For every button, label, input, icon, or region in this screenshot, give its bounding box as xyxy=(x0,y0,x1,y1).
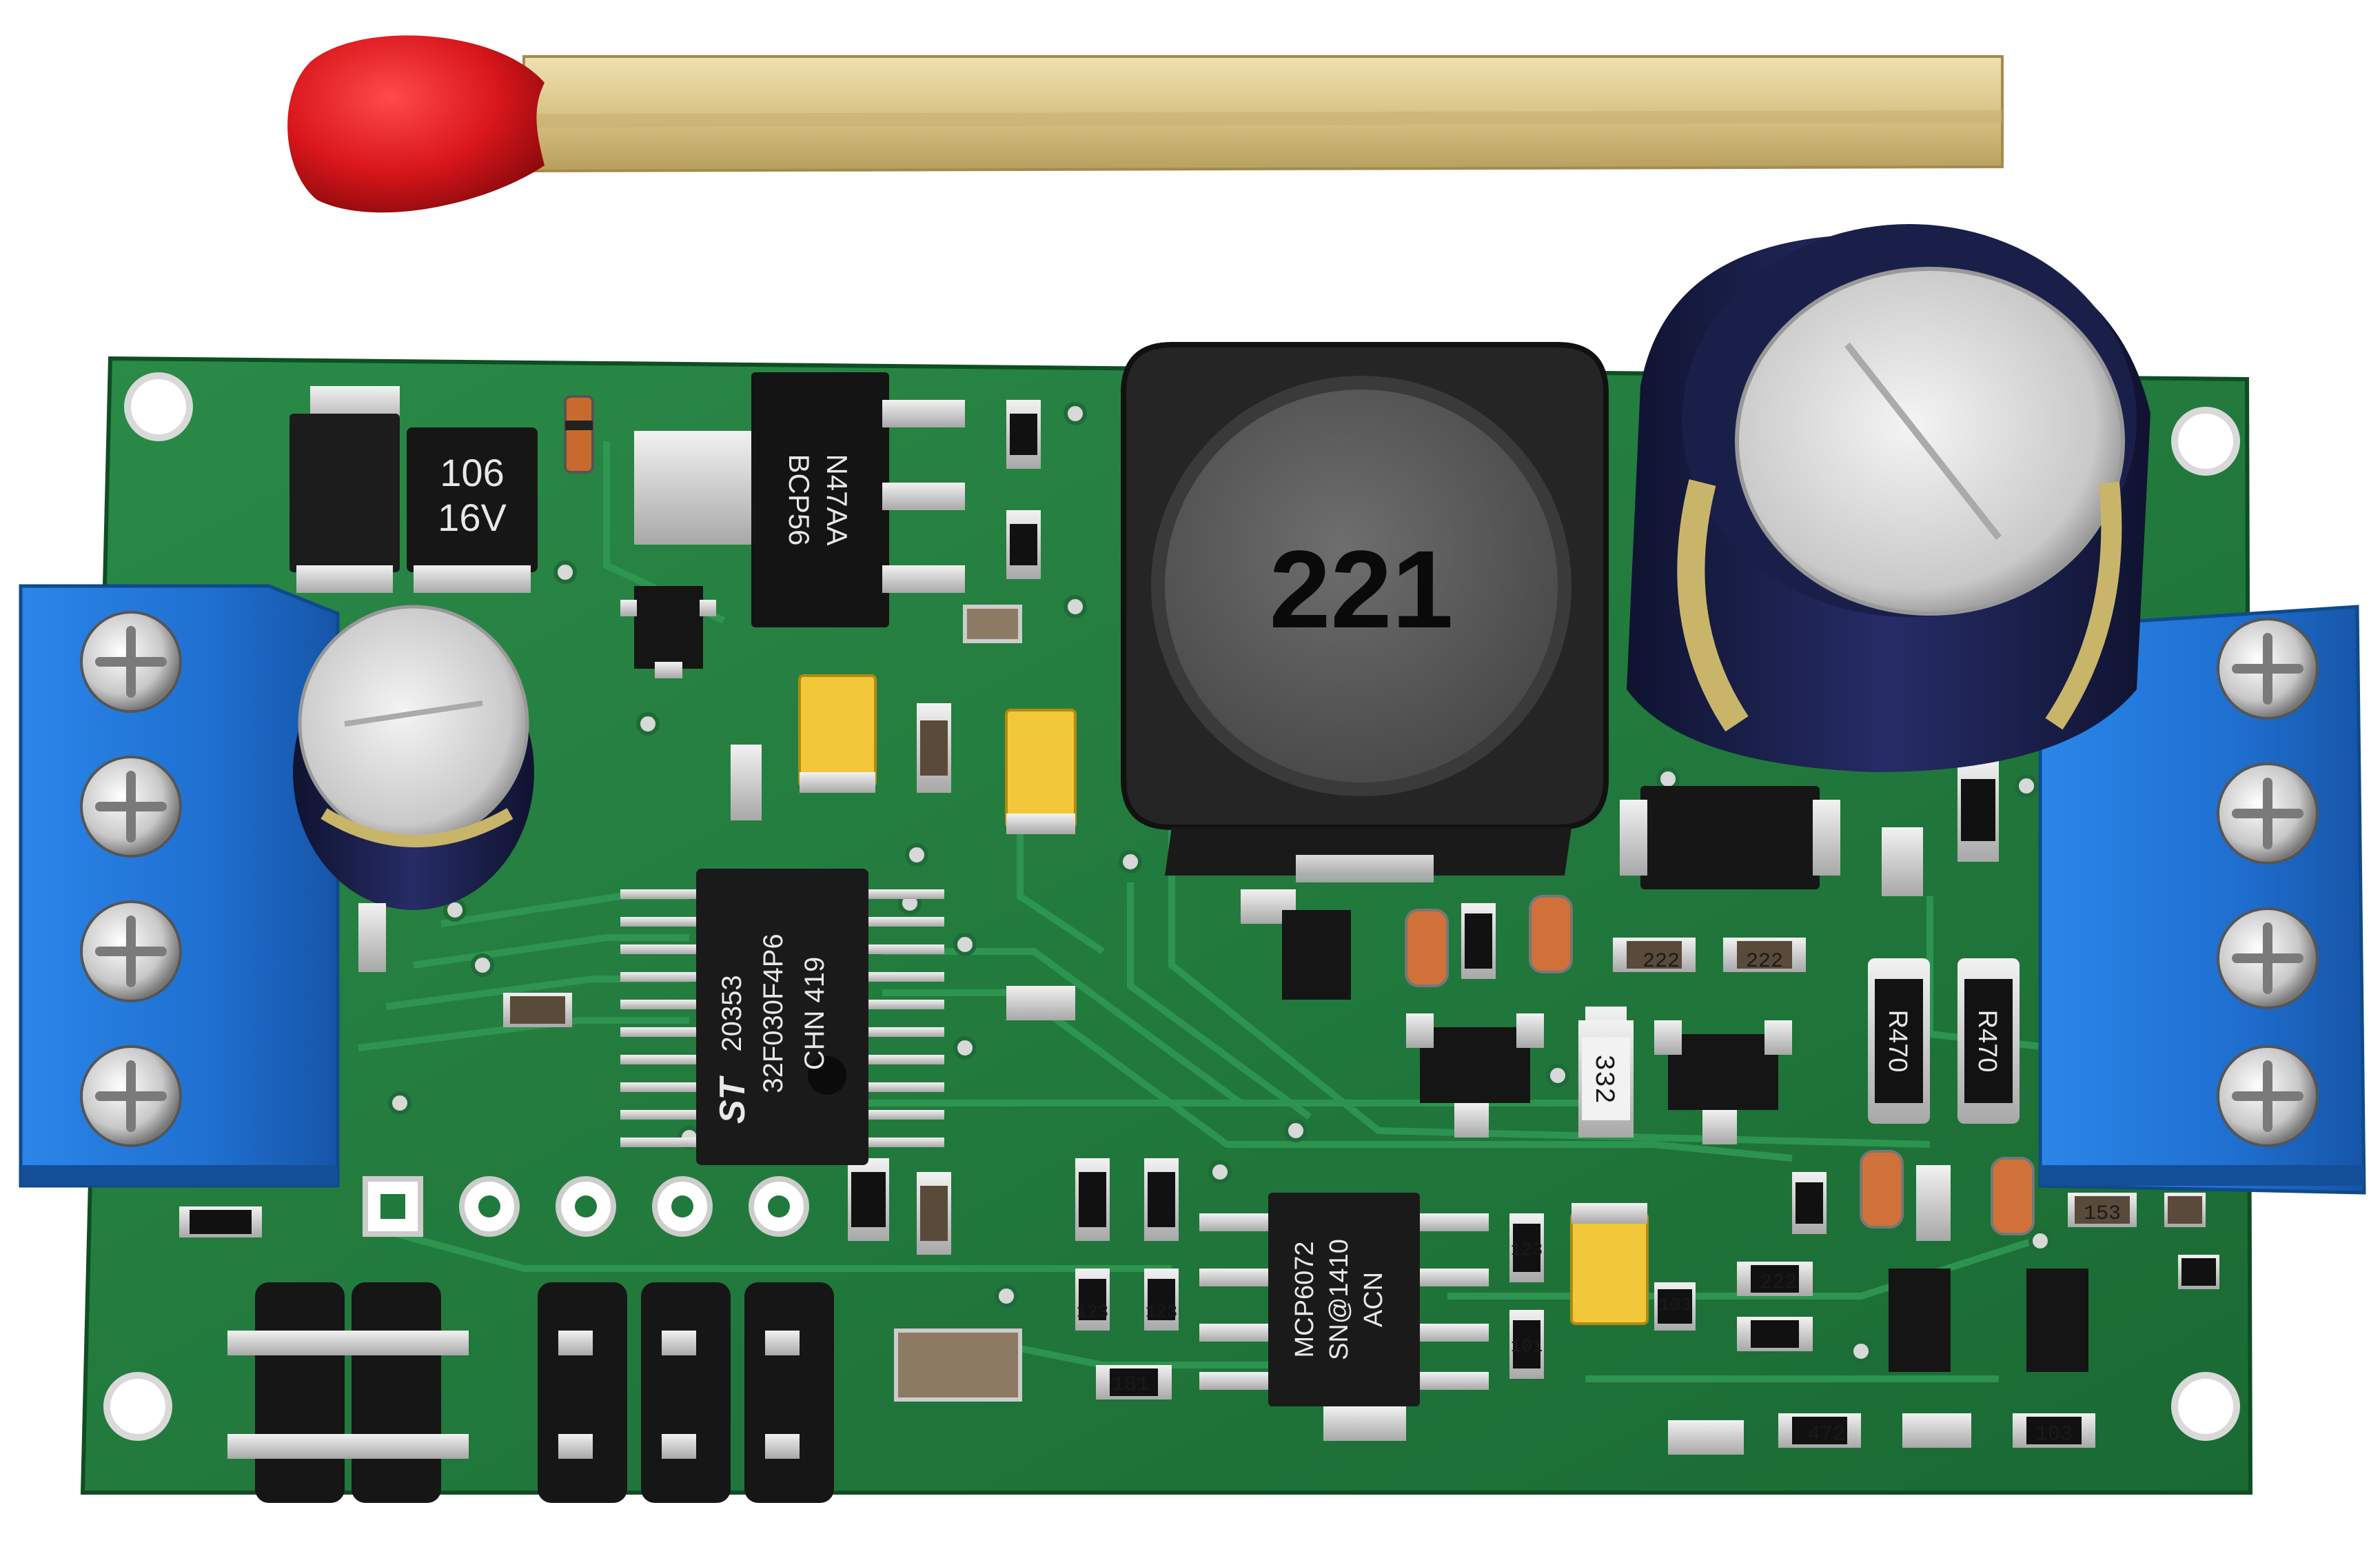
electrolytic-cap-small xyxy=(293,605,534,910)
smd-passives xyxy=(179,400,2219,1455)
regulator-line2: BCP56 xyxy=(783,454,815,545)
tantalum-marking-line2: 16V xyxy=(438,496,507,539)
mounting-hole xyxy=(103,1372,172,1441)
tantalum-marking-line1: 106 xyxy=(440,451,504,494)
mcu-line2: 32F030F4P6 xyxy=(758,933,789,1093)
svg-text:123: 123 xyxy=(1146,1302,1178,1322)
tantalum-cap-106: 106 16V xyxy=(407,427,538,593)
svg-text:181: 181 xyxy=(1112,1373,1149,1397)
svg-text:472: 472 xyxy=(1808,1423,1845,1446)
tantalum-yellow-3 xyxy=(1570,1203,1649,1325)
svg-text:222: 222 xyxy=(1760,1271,1797,1295)
shunt-resistors: R470 R470 xyxy=(1868,958,2020,1124)
svg-text:332: 332 xyxy=(1587,1054,1618,1104)
terminal-block-left xyxy=(19,584,340,1188)
opamp-line1: MCP6072 xyxy=(1290,1242,1319,1358)
sot23-top xyxy=(620,586,716,678)
svg-text:222: 222 xyxy=(1746,950,1783,973)
match-head xyxy=(287,35,545,213)
matchstick xyxy=(287,35,2004,213)
svg-text:123: 123 xyxy=(1511,1240,1543,1260)
svg-text:123: 123 xyxy=(1077,1302,1109,1322)
svg-text:153: 153 xyxy=(2084,1202,2121,1226)
opamp-mcp6072: MCP6072 SN@1410 ACN xyxy=(1199,1193,1489,1406)
opamp-line2: SN@1410 xyxy=(1325,1239,1354,1360)
svg-text:103: 103 xyxy=(1659,1295,1691,1315)
svg-text:103: 103 xyxy=(2035,1423,2073,1446)
mounting-hole xyxy=(2171,407,2240,476)
mounting-hole xyxy=(2171,1372,2240,1441)
pin-header-left xyxy=(227,1282,469,1503)
electrolytic-cap-large xyxy=(1627,224,2150,772)
svg-text:222: 222 xyxy=(1642,950,1680,973)
mcu-line3: CHN 419 xyxy=(800,957,830,1071)
inductor-marking: 221 xyxy=(1270,527,1454,651)
shunt-2-label: R470 xyxy=(1973,1010,2002,1073)
resistor-332: 332 xyxy=(1578,1020,1634,1138)
mounting-hole xyxy=(124,372,193,441)
power-inductor: 221 xyxy=(1121,342,1609,882)
opamp-line3: ACN xyxy=(1359,1272,1388,1327)
small-diode-top xyxy=(564,395,594,474)
tantalum-yellow-2 xyxy=(1005,709,1077,834)
transistors xyxy=(1282,910,2088,1372)
diode-right-middle xyxy=(1620,786,1840,889)
pin-header-right xyxy=(538,1282,834,1503)
mcu-stm32: ST 20353 32F030F4P6 CHN 419 xyxy=(620,869,944,1165)
svg-text:101: 101 xyxy=(1511,1336,1543,1357)
screw-group xyxy=(80,611,182,1147)
regulator-bcp56: N47AA BCP56 xyxy=(634,372,965,627)
mcu-line1: 20353 xyxy=(717,975,747,1051)
mcu-logo: ST xyxy=(713,1075,753,1124)
glass-diodes xyxy=(1405,895,2035,1235)
regulator-line1: N47AA xyxy=(821,454,853,545)
shunt-1-label: R470 xyxy=(1883,1010,1912,1073)
diode-top-left xyxy=(289,386,400,593)
resistor-markings: 222 222 222 472 103 153 181 123 123 103 … xyxy=(1077,950,2121,1446)
programming-pads xyxy=(363,1176,809,1237)
terminal-block-right xyxy=(2038,605,2366,1195)
tantalum-yellow-1 xyxy=(798,674,877,793)
